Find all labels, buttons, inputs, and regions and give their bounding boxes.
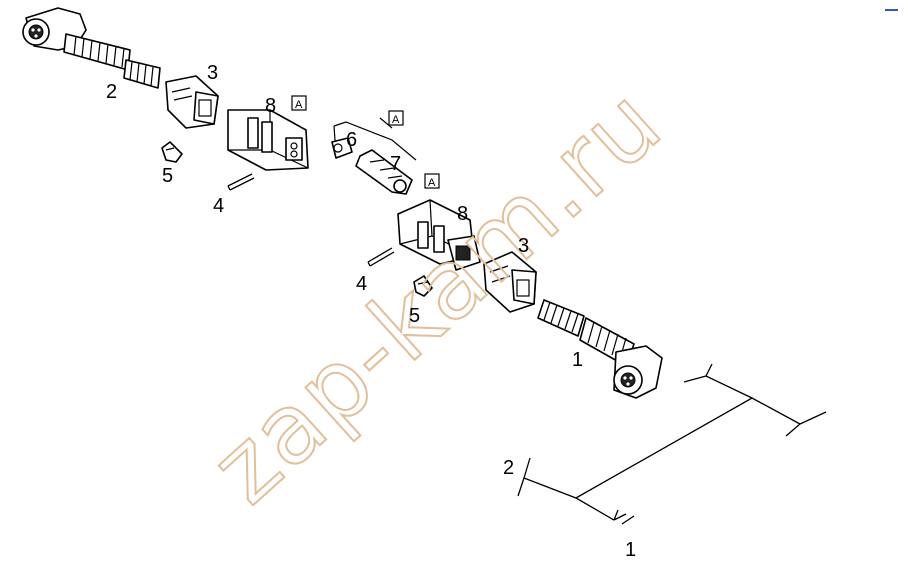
callout-right-clip: 4 <box>356 273 367 295</box>
callout-box-center-bottom: A <box>424 173 440 189</box>
callout-box-center-top: A <box>388 110 404 126</box>
callout-left-cap: 5 <box>162 165 173 187</box>
callout-terminal: 7 <box>390 153 401 175</box>
callout-right-housing: 3 <box>518 235 529 257</box>
right-cap-nut <box>413 275 433 297</box>
right-clip <box>367 247 395 267</box>
left-clip <box>227 173 255 191</box>
callout-right-cap: 5 <box>409 305 420 327</box>
callout-schematic-end-bottom: 1 <box>625 539 636 561</box>
callout-box-left: A <box>291 95 307 111</box>
pin-terminal-group <box>331 117 417 195</box>
callout-right-connector: 8 <box>457 203 468 225</box>
callout-pin: 6 <box>346 129 357 151</box>
left-cap-nut <box>161 141 183 163</box>
right-elbow-connector <box>613 345 663 399</box>
callout-left-sleeve: 2 <box>106 81 117 103</box>
svg-text:A: A <box>392 114 400 126</box>
wiring-schematic <box>517 363 827 525</box>
svg-text:A: A <box>428 177 436 189</box>
right-inline-connector <box>397 199 481 271</box>
svg-text:A: A <box>295 99 303 111</box>
callout-right-sleeve: 1 <box>572 349 583 371</box>
left-corrugated-sleeve <box>63 33 161 89</box>
right-housing <box>483 251 537 313</box>
callout-schematic-end-left: 2 <box>503 457 514 479</box>
left-housing <box>165 75 219 129</box>
left-inline-connector <box>227 109 309 171</box>
callout-left-housing: 3 <box>207 62 218 84</box>
callout-left-clip: 4 <box>213 195 224 217</box>
callout-left-connector: 8 <box>265 95 276 117</box>
